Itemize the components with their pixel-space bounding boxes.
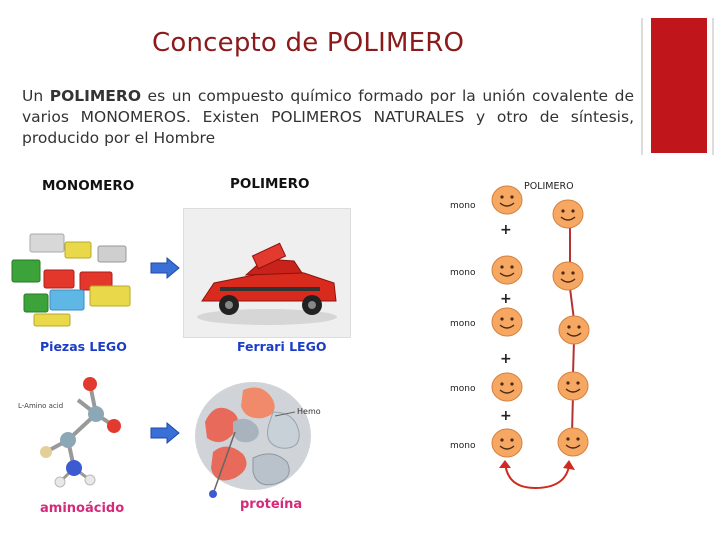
plus-sign: + [500, 408, 512, 424]
intro-paragraph: Un POLIMERO es un compuesto químico form… [22, 86, 634, 149]
intro-bold-polimero: POLIMERO [49, 87, 142, 105]
polymer-face-icon [558, 315, 590, 345]
intro-part-1: Un [22, 87, 50, 105]
polymer-face-icon [552, 261, 584, 291]
polimero-label: POLIMERO [230, 176, 310, 192]
hemo-caption: Hemo [297, 407, 321, 416]
amino-acid-caption: L-Amino acid [18, 402, 63, 410]
monomer-face-icon [491, 372, 523, 402]
slide-title: Concepto de POLIMERO [152, 28, 465, 58]
intro-part-2: es un compuesto químico formado por la u… [22, 87, 634, 147]
plus-sign: + [500, 222, 512, 238]
ferrari-lego-image [183, 208, 351, 338]
ferrari-lego-label: Ferrari LEGO [237, 339, 327, 354]
polymer-face-icon [557, 371, 589, 401]
polymer-chain-line [569, 226, 575, 435]
polymer-face-icon [552, 199, 584, 229]
mono-label: mono [450, 441, 476, 451]
protein-image: Hemo [183, 372, 353, 502]
mono-label: mono [450, 384, 476, 394]
arrow-right-icon [150, 257, 180, 279]
aminoacido-label: aminoácido [40, 501, 125, 516]
mono-label: mono [450, 319, 476, 329]
monomer-face-icon [491, 307, 523, 337]
lego-pieces-image [10, 214, 138, 332]
accent-bar [651, 18, 707, 153]
monomer-face-icon [491, 428, 523, 458]
plus-sign: + [500, 351, 512, 367]
monomer-face-icon [491, 185, 523, 215]
arrow-right-icon [150, 422, 180, 444]
plus-sign: + [500, 291, 512, 307]
mono-label: mono [450, 201, 476, 211]
mono-label: mono [450, 268, 476, 278]
monomer-face-icon [491, 255, 523, 285]
curved-arrow-icon [499, 460, 575, 490]
amino-acid-image: L-Amino acid [18, 370, 144, 496]
decorative-line-left [641, 18, 643, 155]
decorative-line-right [712, 18, 714, 155]
monomero-label: MONOMERO [42, 178, 135, 194]
piezas-lego-label: Piezas LEGO [40, 339, 127, 354]
diagram-polimero-label: POLIMERO [524, 181, 574, 192]
proteina-label: proteína [240, 497, 303, 512]
polymer-face-icon [557, 427, 589, 457]
